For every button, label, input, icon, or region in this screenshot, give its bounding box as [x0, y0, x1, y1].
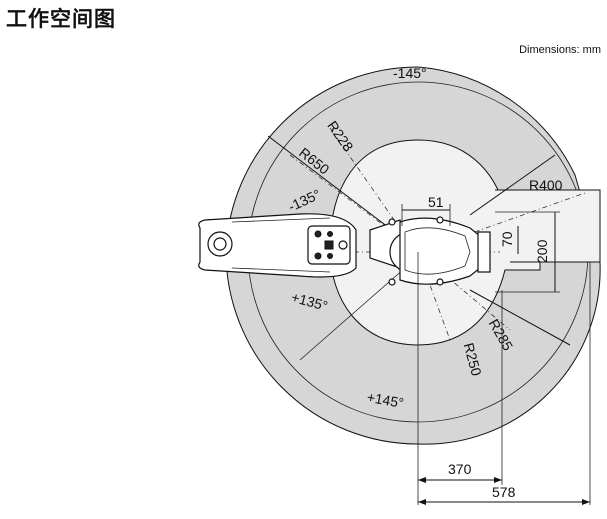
dim-578-arrow-left — [418, 499, 426, 505]
robot-base-edge-top — [231, 217, 331, 223]
angle-line-right-upper — [469, 154, 556, 216]
label-pos145: +145° — [366, 389, 405, 411]
robot-base-edge-bottom — [231, 267, 331, 273]
connector-3 — [314, 252, 322, 260]
label-d578: 578 — [492, 484, 516, 500]
connector-4 — [327, 253, 333, 259]
connector-2 — [327, 231, 333, 237]
dimensions-note: Dimensions: mm — [519, 44, 601, 56]
robot-wrist-bolt-top — [436, 216, 444, 224]
robot-base-joint-inner — [213, 237, 227, 251]
label-d51: 51 — [428, 194, 444, 210]
page-title: 工作空间图 — [6, 7, 116, 31]
label-d200: 200 — [534, 239, 550, 263]
label-d70: 70 — [499, 231, 515, 247]
robot-elbow-bolt-top — [388, 218, 396, 226]
angle-line-pos145 — [299, 267, 406, 361]
connector-5 — [324, 240, 334, 250]
angle-line-neg145 — [267, 135, 406, 241]
centerline-r400 — [417, 192, 586, 253]
dim-578-arrow-right — [582, 499, 590, 505]
connector-6 — [338, 240, 348, 250]
dim-370-arrow-left — [418, 477, 426, 483]
robot-end-effector — [477, 231, 491, 273]
connector-1 — [314, 230, 322, 238]
robot-second-arm — [399, 217, 481, 285]
dim-370-arrow-right — [494, 477, 502, 483]
label-r400: R400 — [529, 177, 563, 193]
label-neg145: -145° — [393, 65, 427, 81]
scara-robot — [198, 213, 491, 286]
robot-wrist-bolt-bottom — [436, 278, 444, 286]
robot-elbow-bolt-bottom — [388, 278, 396, 286]
robot-second-arm-inner — [404, 227, 471, 275]
label-d370: 370 — [448, 461, 472, 477]
angle-line-right-lower — [469, 289, 571, 346]
